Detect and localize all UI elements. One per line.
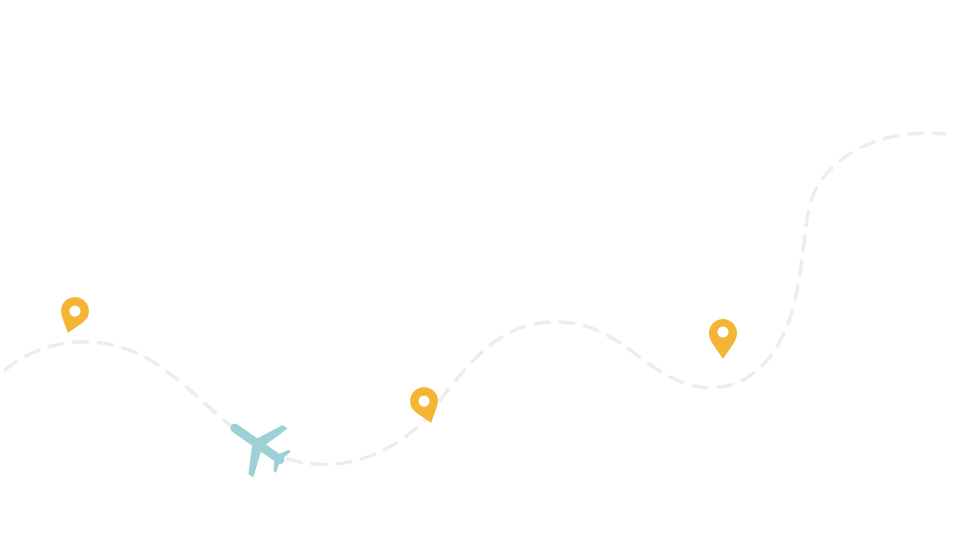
- map-pin-icon: [410, 387, 438, 424]
- airplane-icon: [230, 423, 292, 478]
- dashed-route-line: [3, 131, 947, 467]
- map-pin-icon: [709, 319, 737, 359]
- map-pin-icon: [61, 297, 89, 334]
